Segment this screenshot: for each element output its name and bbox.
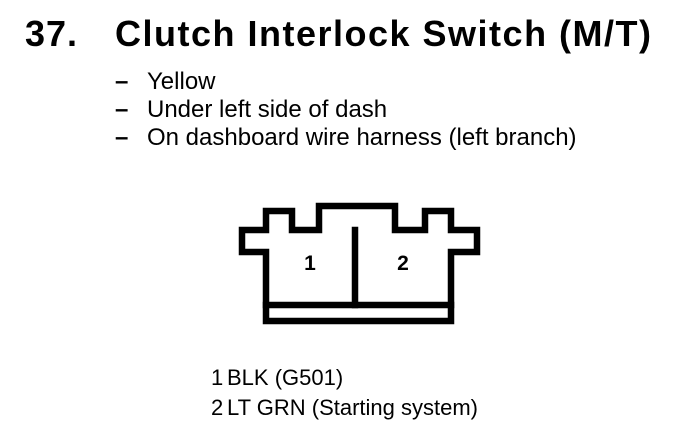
pin-2-number: 2 bbox=[397, 252, 409, 275]
legend-pin-number: 1 bbox=[211, 365, 224, 390]
dash-bullet: – bbox=[115, 124, 129, 151]
detail-item-color: –Yellow bbox=[115, 68, 577, 96]
connector-outline bbox=[238, 202, 481, 325]
legend-wire-label: LT GRN (Starting system) bbox=[227, 395, 479, 420]
legend-pin-number: 2 bbox=[211, 395, 224, 420]
legend-wire-label: BLK (G501) bbox=[227, 365, 344, 390]
pin-1-number: 1 bbox=[304, 252, 316, 275]
dash-bullet: – bbox=[115, 96, 129, 123]
dash-bullet: – bbox=[115, 68, 129, 95]
page-title: Clutch Interlock Switch (M/T) bbox=[115, 13, 653, 54]
detail-text: Yellow bbox=[147, 68, 216, 95]
detail-item-harness: –On dashboard wire harness (left branch) bbox=[115, 124, 577, 152]
detail-list: –Yellow –Under left side of dash –On das… bbox=[115, 68, 577, 152]
page-header: 37. Clutch Interlock Switch (M/T) bbox=[0, 12, 688, 56]
pin-legend: 1 BLK (G501) 2 LT GRN (Starting system) bbox=[211, 363, 478, 423]
detail-text: On dashboard wire harness (left branch) bbox=[147, 124, 577, 151]
pin-legend-row: 1 BLK (G501) bbox=[211, 363, 478, 393]
detail-item-location: –Under left side of dash bbox=[115, 96, 577, 124]
pin-legend-row: 2 LT GRN (Starting system) bbox=[211, 393, 478, 423]
detail-text: Under left side of dash bbox=[147, 96, 388, 123]
item-number: 37. bbox=[25, 13, 79, 54]
